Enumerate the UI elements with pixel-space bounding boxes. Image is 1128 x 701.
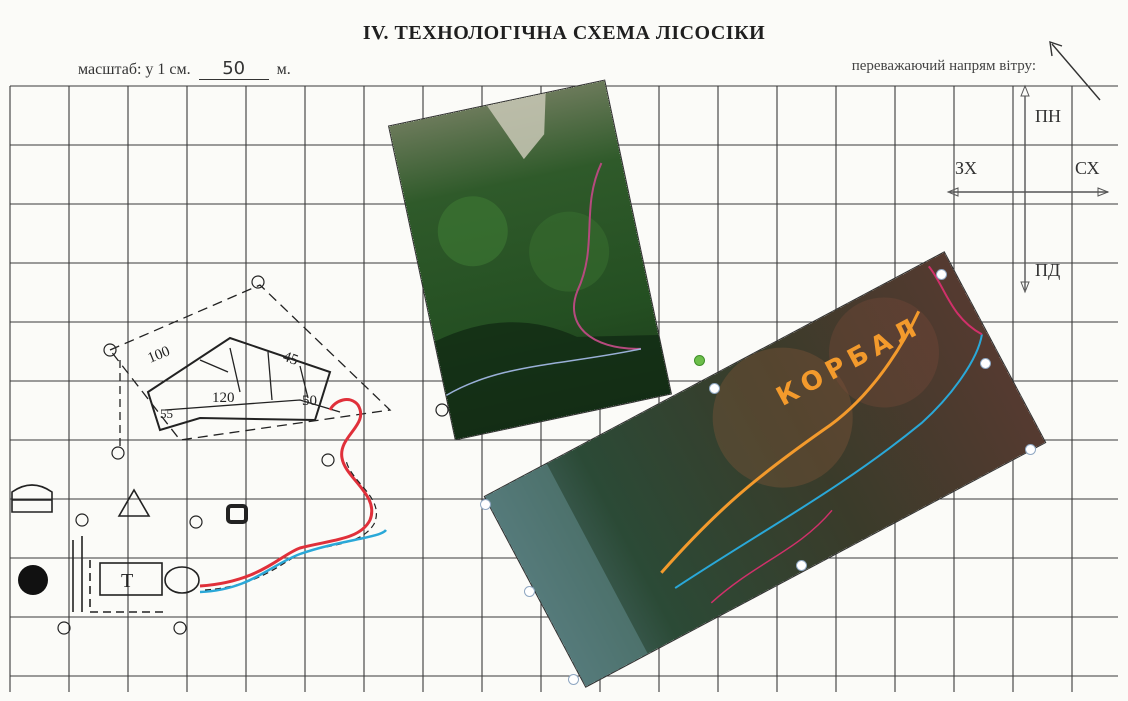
dimension-right: 45 [281,349,301,369]
dimension-corner: 50 [302,393,317,409]
resize-handle[interactable] [524,586,535,597]
scale-label: масштаб: у 1 см. [78,61,191,78]
filled-circle-icon [18,565,48,595]
page-title: IV. ТЕХНОЛОГІЧНА СХЕМА ЛІСОСІКИ [362,22,766,44]
aerial-photo-upper [389,80,671,440]
scale-value: 50 [198,58,269,80]
north-arrow-icon [1020,84,1030,97]
route-blue-line [199,529,387,594]
compass-south-label: ПД [1035,260,1060,280]
triangle-icon [117,488,151,517]
resize-handle[interactable] [980,358,991,369]
terminal-box [99,562,163,596]
west-arrow-icon [946,187,959,197]
east-arrow-icon [1097,187,1110,197]
dimension-top: 100 [146,343,173,366]
wind-direction-label: переважаючий напрям вітру: [851,58,1036,74]
terminal-label: T [121,570,133,592]
cutting-boundary [108,284,392,441]
orange-trail [660,310,921,574]
route-dashed-line [204,459,377,591]
plot-block [146,336,332,432]
compass-west-label: ЗХ [955,158,977,178]
resize-handle[interactable] [1025,444,1036,455]
compass-north-label: ПН [1035,106,1061,126]
graph-paper-grid [9,85,1118,692]
resize-handle[interactable] [480,499,491,510]
compass-rose: ПН ПД ЗХ СХ [946,84,1110,294]
landing-area-symbols: T [11,484,248,613]
shelter-icon [11,484,53,513]
scale-row: масштаб: у 1 см. 50 м. [78,58,291,80]
route-blue-lower [674,334,983,589]
loading-point-icon [164,566,200,594]
dimension-inner: 120 [212,390,235,406]
route-magenta-upper [572,162,641,350]
resize-handle[interactable] [709,383,720,394]
resize-handle[interactable] [568,674,579,685]
resize-handle[interactable] [936,269,947,280]
satellite-image-lower: КОРБАЛ [484,252,1046,687]
rotate-handle[interactable] [694,355,705,366]
route-red-line [199,398,374,588]
resize-handle[interactable] [796,560,807,571]
boundary-marker-icons [57,275,449,635]
scale-unit: м. [276,61,291,78]
wind-arrow-icon [1049,40,1101,101]
dimension-left: 55 [160,406,173,421]
compass-east-label: СХ [1075,158,1100,178]
south-arrow-icon [1020,281,1030,294]
square-icon [226,504,248,524]
cutting-area-sketch: 100 45 120 50 55 [57,275,449,635]
